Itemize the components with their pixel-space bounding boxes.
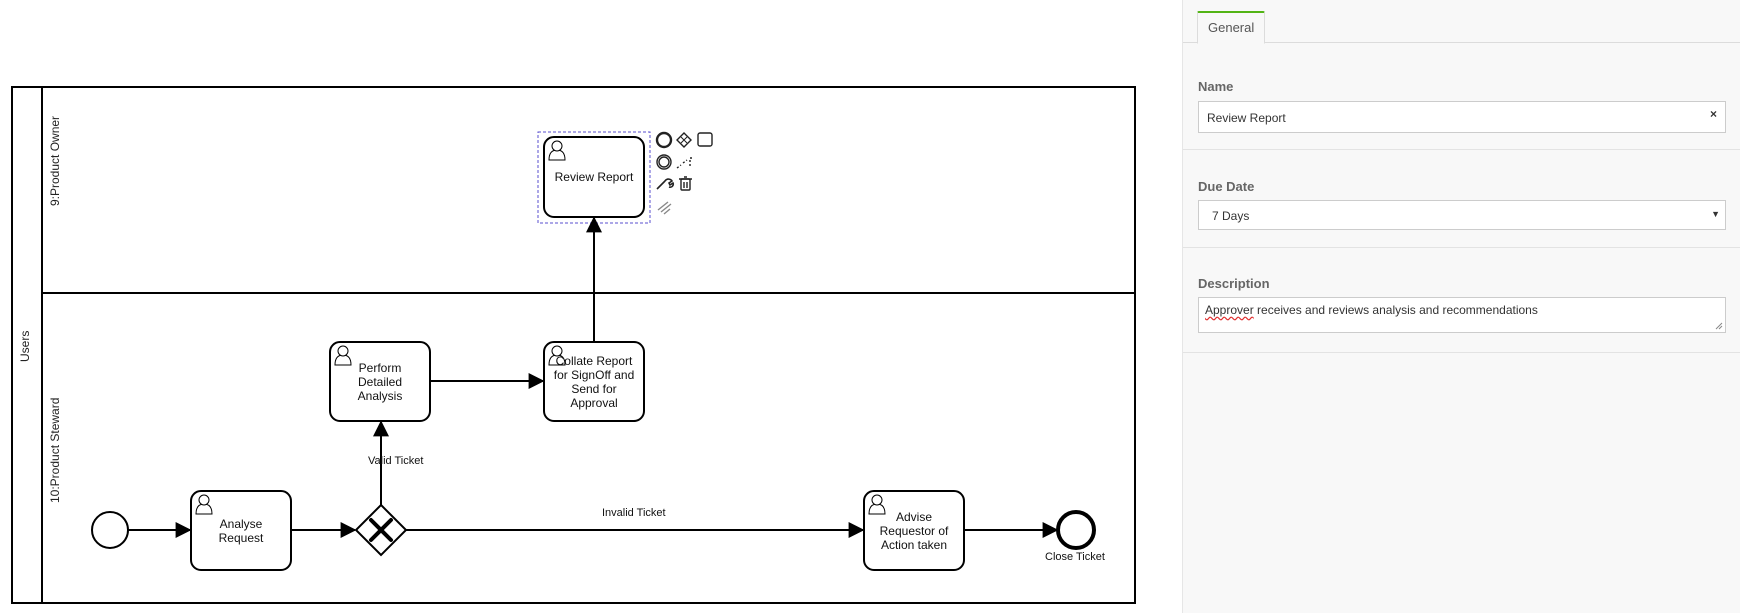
trash-icon[interactable] bbox=[679, 176, 692, 191]
resize-handle-icon[interactable] bbox=[1715, 322, 1723, 330]
flow-label-invalid: Invalid Ticket bbox=[602, 507, 666, 519]
wrench-icon[interactable] bbox=[656, 178, 675, 190]
task-label-analyse-request: Analyse Request bbox=[218, 516, 264, 545]
name-group: Name × bbox=[1183, 43, 1740, 150]
tab-general[interactable]: General bbox=[1197, 11, 1266, 44]
task-label-review-report: Review Report bbox=[554, 170, 634, 184]
task-label-perform-analysis: Perform Detailed Analysis bbox=[357, 360, 403, 403]
diagram-canvas[interactable]: Users 9:Product Owner 10:Product Steward… bbox=[0, 0, 1180, 613]
due-date-value: 7 Days bbox=[1212, 209, 1250, 223]
name-field[interactable]: × bbox=[1198, 101, 1726, 134]
task-label-advise-requestor: Advise Requestor of Action taken bbox=[879, 509, 949, 552]
pool-label: Users bbox=[18, 330, 32, 362]
start-event[interactable] bbox=[91, 511, 129, 549]
end-event-label: Close Ticket bbox=[1045, 551, 1105, 563]
due-date-select[interactable]: 7 Days ▼ bbox=[1198, 200, 1726, 230]
description-textarea[interactable]: Approver receives and reviews analysis a… bbox=[1198, 297, 1726, 333]
name-label: Name bbox=[1198, 79, 1234, 94]
description-label: Description bbox=[1198, 276, 1270, 291]
description-first-word: Approver bbox=[1205, 303, 1254, 317]
chevron-down-icon: ▼ bbox=[1711, 209, 1720, 219]
task-label-collate-report: Collate Report for SignOff and Send for … bbox=[553, 353, 635, 410]
user-icon bbox=[195, 494, 213, 515]
clear-icon[interactable]: × bbox=[1709, 107, 1717, 121]
description-group: Description Approver receives and review… bbox=[1183, 247, 1740, 353]
user-icon bbox=[548, 345, 566, 366]
connect-icon[interactable] bbox=[676, 157, 694, 169]
panel-tabs: General bbox=[1183, 0, 1740, 44]
flow-label-valid: Valid Ticket bbox=[368, 455, 424, 467]
sequence-flows[interactable] bbox=[128, 216, 1059, 538]
user-icon bbox=[334, 345, 352, 366]
lane-label-product-owner: 9:Product Owner bbox=[48, 115, 62, 206]
color-icon[interactable] bbox=[657, 201, 672, 215]
gateway-icon[interactable] bbox=[676, 132, 692, 148]
description-rest: receives and reviews analysis and recomm… bbox=[1253, 303, 1538, 317]
due-date-group: Due Date 7 Days ▼ bbox=[1183, 149, 1740, 248]
intermediate-event-icon[interactable] bbox=[656, 154, 672, 170]
lane-label-product-steward: 10:Product Steward bbox=[48, 397, 62, 503]
description-text: Approver receives and reviews analysis a… bbox=[1205, 303, 1710, 317]
user-icon bbox=[868, 494, 886, 515]
user-icon bbox=[548, 140, 566, 161]
bpmn-diagram[interactable] bbox=[0, 0, 1180, 613]
end-event[interactable] bbox=[1056, 510, 1096, 550]
end-event-icon[interactable] bbox=[655, 131, 673, 149]
name-input[interactable] bbox=[1205, 102, 1689, 134]
task-icon[interactable] bbox=[697, 132, 713, 147]
context-pad[interactable] bbox=[655, 131, 713, 215]
selection-outline bbox=[537, 131, 651, 224]
exclusive-gateway[interactable] bbox=[354, 503, 408, 557]
properties-panel: General Name × Due Date 7 Days ▼ Descrip… bbox=[1182, 0, 1740, 613]
due-date-label: Due Date bbox=[1198, 179, 1255, 194]
